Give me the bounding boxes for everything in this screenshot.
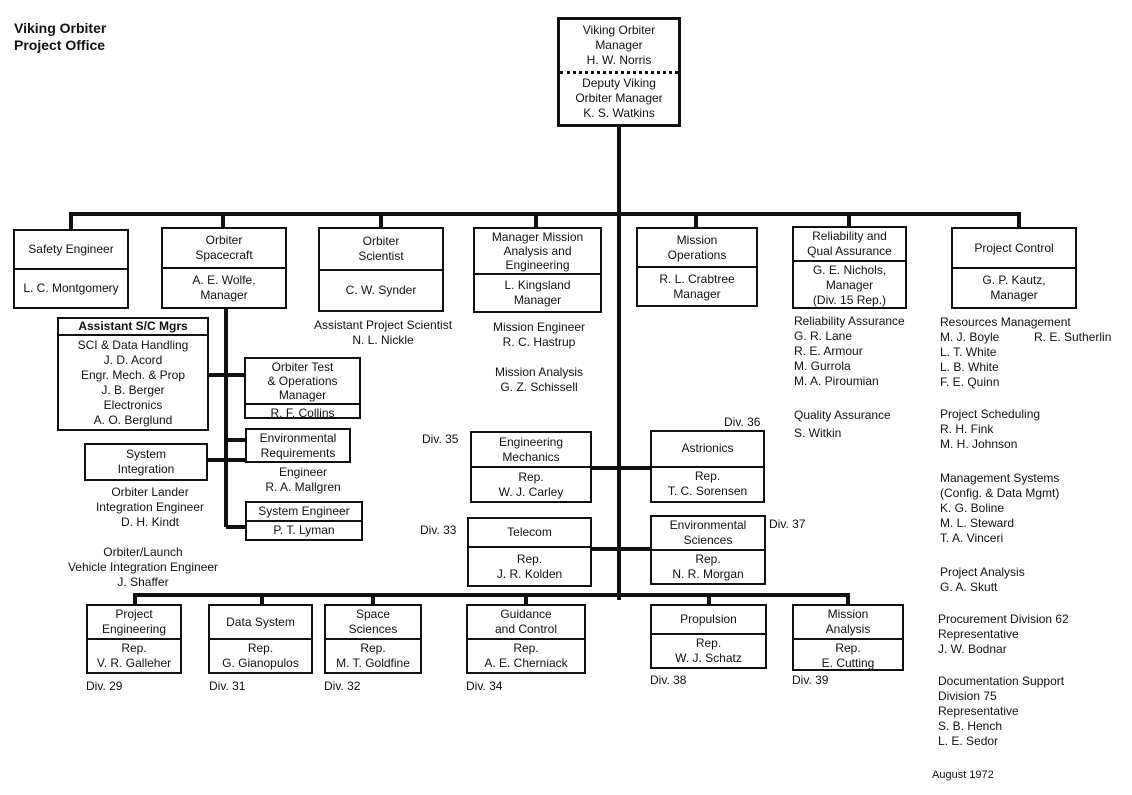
resources-management-list: Resources Management M. J. Boyle L. T. W… <box>940 315 1071 389</box>
div-36-label: Div. 36 <box>724 415 761 429</box>
div-35-label: Div. 35 <box>422 432 459 446</box>
data-system-box: Data System Rep.G. Gianopulos <box>208 604 313 674</box>
chart-date: August 1972 <box>932 769 994 781</box>
div-33-label: Div. 33 <box>420 523 457 537</box>
div-39-label: Div. 39 <box>792 673 829 687</box>
system-engineer-box: System Engineer P. T. Lyman <box>245 501 363 541</box>
telecom-box: Telecom Rep.J. R. Kolden <box>467 517 592 587</box>
div-29-label: Div. 29 <box>86 679 123 693</box>
div-31-label: Div. 31 <box>209 679 246 693</box>
div-32-label: Div. 32 <box>324 679 361 693</box>
management-systems-list: Management Systems (Config. & Data Mgmt)… <box>940 471 1060 545</box>
astrionics-box: Astrionics Rep.T. C. Sorensen <box>650 430 765 503</box>
resources-management-right-name: R. E. Sutherlin <box>1034 330 1112 344</box>
project-scheduling-list: Project Scheduling R. H. Fink M. H. John… <box>940 407 1041 451</box>
procurement-division-list: Procurement Division 62 Representative J… <box>938 612 1069 656</box>
safety-engineer-box: Safety Engineer L. C. Montgomery <box>13 229 129 309</box>
propulsion-box: Propulsion Rep.W. J. Schatz <box>650 604 767 669</box>
div-34-label: Div. 34 <box>466 679 503 693</box>
quality-assurance-list: Quality Assurance S. Witkin <box>794 408 891 440</box>
project-analysis-list: Project Analysis G. A. Skutt <box>940 565 1025 594</box>
reliability-assurance-list: Reliability Assurance G. R. Lane R. E. A… <box>794 314 905 388</box>
documentation-support-list: Documentation Support Division 75 Repres… <box>938 674 1065 748</box>
div-38-label: Div. 38 <box>650 673 687 687</box>
project-control-box: Project Control G. P. Kautz,Manager <box>951 227 1077 309</box>
div-37-label: Div. 37 <box>769 517 806 531</box>
